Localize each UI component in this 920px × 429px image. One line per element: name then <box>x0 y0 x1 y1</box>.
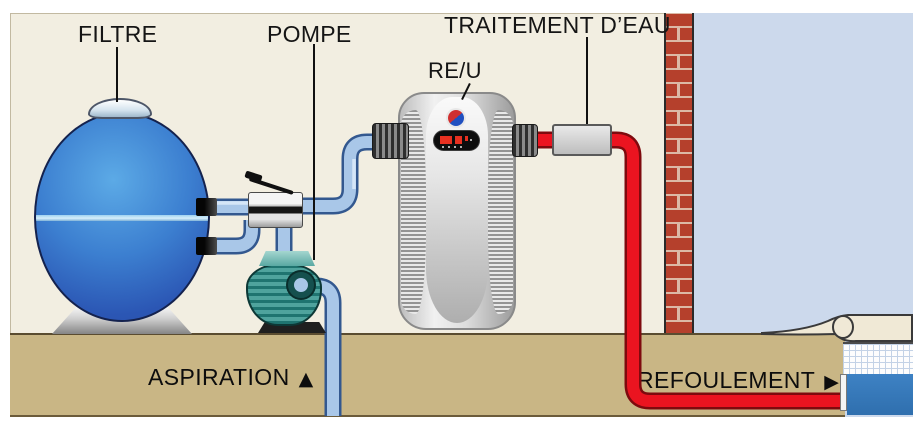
brick-wall <box>664 13 694 334</box>
pool-tile-band <box>843 342 913 375</box>
heater-label: RE/U <box>428 58 482 83</box>
pool-return-fitting <box>840 374 847 411</box>
pump-label: POMPE <box>267 21 352 47</box>
water-treatment-box <box>552 124 612 156</box>
filter-label: FILTRE <box>78 21 158 47</box>
filter-tank <box>34 112 210 322</box>
pump-collar <box>259 251 315 266</box>
up-arrow-icon: ▲ <box>298 368 314 390</box>
multiport-valve <box>248 192 303 228</box>
pool-water <box>847 374 913 415</box>
right-arrow-icon: ▶ <box>824 371 840 393</box>
heater-display <box>433 130 480 151</box>
filter-leader-line <box>116 47 118 102</box>
heater-unit <box>398 92 516 330</box>
pump-body <box>246 263 322 326</box>
water-treatment-label: TRAITEMENT D’EAU <box>444 12 671 38</box>
filter-lower-port <box>196 237 217 255</box>
heater-brand-icon <box>448 110 464 126</box>
heater-fins-right <box>488 110 513 314</box>
suction-annotation: ASPIRATION ▲ <box>148 366 314 389</box>
heater-inlet-union <box>372 123 409 159</box>
pool-coping-stone <box>761 314 913 343</box>
discharge-annotation: REFOULEMENT ▶ <box>637 369 839 392</box>
filter-seam <box>36 215 208 221</box>
pump-outlet-flange <box>288 272 314 298</box>
discharge-label: REFOULEMENT <box>637 367 816 393</box>
suction-label: ASPIRATION <box>148 364 290 390</box>
heater-outlet-union <box>512 124 538 157</box>
filter-upper-port <box>196 198 217 216</box>
pump-leader-line <box>313 44 315 260</box>
water-treatment-leader-line <box>586 37 588 124</box>
